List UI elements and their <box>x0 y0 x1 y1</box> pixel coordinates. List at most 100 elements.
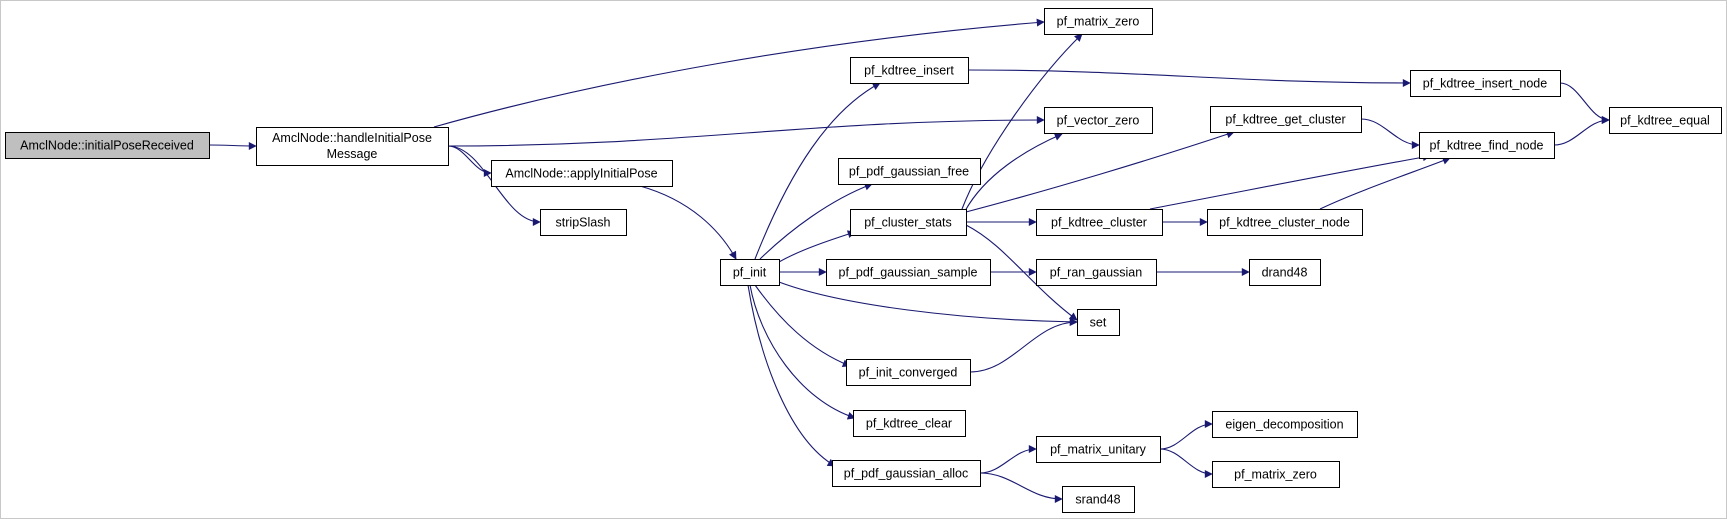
edge-m-unitary-to-mzero-bot <box>1159 448 1213 478</box>
edge-pf-init-to-gauss-free <box>759 182 873 260</box>
node-box <box>846 359 971 386</box>
node-box <box>540 209 627 236</box>
node-kd-get-cluster[interactable]: pf_kdtree_get_cluster <box>1210 106 1362 133</box>
node-vzero[interactable]: pf_vector_zero <box>1044 107 1153 134</box>
node-box <box>838 158 981 185</box>
node-kd-cluster-node[interactable]: pf_kdtree_cluster_node <box>1207 209 1363 236</box>
node-label: set <box>1090 316 1107 330</box>
node-init-conv[interactable]: pf_init_converged <box>846 359 971 386</box>
node-label: AmclNode::initialPoseReceived <box>20 139 194 153</box>
node-kd-cluster[interactable]: pf_kdtree_cluster <box>1036 209 1163 236</box>
node-label: pf_matrix_zero <box>1057 15 1140 29</box>
node-box <box>1609 107 1722 134</box>
node-gauss-sample[interactable]: pf_pdf_gaussian_sample <box>826 259 991 286</box>
node-label: pf_kdtree_cluster_node <box>1219 216 1350 230</box>
node-kd-find[interactable]: pf_kdtree_find_node <box>1419 132 1555 159</box>
node-label: pf_cluster_stats <box>864 216 952 230</box>
node-srand[interactable]: srand48 <box>1062 486 1135 513</box>
node-label: stripSlash <box>556 216 611 230</box>
node-cluster-stats[interactable]: pf_cluster_stats <box>850 209 967 236</box>
node-box <box>720 259 780 286</box>
node-gauss-alloc[interactable]: pf_pdf_gaussian_alloc <box>832 460 981 487</box>
edge-init-conv-to-set <box>969 318 1078 373</box>
node-set[interactable]: set <box>1077 309 1120 336</box>
edge-cluster-stats-to-kd-get-cluster <box>965 130 1235 213</box>
edge-cluster-stats-to-mzero-top <box>961 33 1083 210</box>
edge-pf-init-to-kd-clear <box>749 284 856 420</box>
node-m-unitary[interactable]: pf_matrix_unitary <box>1036 436 1161 463</box>
node-label: pf_init_converged <box>859 366 958 380</box>
edge-amcl-handle-to-vzero <box>447 116 1045 147</box>
node-kd-equal[interactable]: pf_kdtree_equal <box>1609 107 1722 134</box>
edge-pf-init-to-set <box>778 281 1078 326</box>
node-label: pf_kdtree_insert_node <box>1423 77 1547 91</box>
node-box <box>5 132 210 159</box>
edge-amcl-handle-to-amcl-apply <box>447 145 492 177</box>
node-eigen[interactable]: eigen_decomposition <box>1212 411 1358 438</box>
edge-pf-init-to-gauss-alloc <box>747 284 836 467</box>
edge-amcl-handle-to-mzero-top <box>433 18 1045 128</box>
node-box <box>1210 106 1362 133</box>
node-box <box>1410 70 1561 97</box>
node-label: pf_pdf_gaussian_free <box>849 165 969 179</box>
node-box <box>1044 107 1153 134</box>
nodes: AmclNode::initialPoseReceived AmclNode::h… <box>5 8 1722 513</box>
node-label: pf_pdf_gaussian_sample <box>839 266 978 280</box>
node-box <box>1036 259 1157 286</box>
node-pf-init[interactable]: pf_init <box>720 259 780 286</box>
node-label: eigen_decomposition <box>1225 418 1343 432</box>
node-label: pf_init <box>733 266 767 280</box>
node-box <box>1212 461 1340 488</box>
node-box <box>853 410 966 437</box>
node-mzero-top[interactable]: pf_matrix_zero <box>1044 8 1153 35</box>
node-amcl-initial[interactable]: AmclNode::initialPoseReceived <box>5 132 210 159</box>
node-drand[interactable]: drand48 <box>1249 259 1321 286</box>
node-label: pf_kdtree_clear <box>866 417 952 431</box>
node-box <box>1419 132 1555 159</box>
node-label: pf_kdtree_cluster <box>1051 216 1147 230</box>
edges <box>208 18 1610 503</box>
node-ran-gauss[interactable]: pf_ran_gaussian <box>1036 259 1157 286</box>
edge-kd-get-cluster-to-kd-find <box>1360 118 1420 149</box>
edge-gauss-alloc-to-srand <box>979 472 1063 503</box>
edge-gauss-alloc-to-m-unitary <box>979 445 1037 474</box>
edge-kd-insert-to-kd-insert-node <box>967 69 1411 87</box>
edge-cluster-stats-to-vzero <box>964 133 1063 212</box>
node-label: drand48 <box>1262 266 1308 280</box>
edge-amcl-initial-to-amcl-handle <box>208 141 257 150</box>
node-box <box>832 460 981 487</box>
node-box <box>850 57 969 84</box>
node-label: AmclNode::handleInitialPose <box>272 131 432 145</box>
node-box <box>850 209 967 236</box>
node-box <box>1249 259 1321 286</box>
node-label: srand48 <box>1075 493 1120 507</box>
node-box <box>1036 209 1163 236</box>
edge-kd-insert-node-to-kd-equal <box>1559 82 1610 124</box>
node-box <box>256 127 449 166</box>
node-kd-insert-node[interactable]: pf_kdtree_insert_node <box>1410 70 1561 97</box>
node-label: pf_pdf_gaussian_alloc <box>844 467 968 481</box>
node-kd-clear[interactable]: pf_kdtree_clear <box>853 410 966 437</box>
node-label: pf_kdtree_get_cluster <box>1225 113 1345 127</box>
node-box <box>1062 486 1135 513</box>
node-gauss-free[interactable]: pf_pdf_gaussian_free <box>838 158 981 185</box>
edge-kd-find-to-kd-equal <box>1553 116 1610 146</box>
edge-cluster-stats-to-set <box>965 224 1078 321</box>
node-label: pf_kdtree_find_node <box>1430 139 1544 153</box>
node-kd-insert[interactable]: pf_kdtree_insert <box>850 57 969 84</box>
node-label: pf_ran_gaussian <box>1050 266 1142 280</box>
node-box <box>491 160 673 187</box>
node-label: pf_matrix_unitary <box>1050 443 1147 457</box>
node-label: Message <box>327 147 378 161</box>
edge-m-unitary-to-eigen <box>1159 420 1213 450</box>
node-label: pf_kdtree_equal <box>1620 114 1710 128</box>
node-mzero-bot[interactable]: pf_matrix_zero <box>1212 461 1340 488</box>
node-amcl-apply[interactable]: AmclNode::applyInitialPose <box>491 160 673 187</box>
edge-pf-init-to-kd-insert <box>754 82 881 260</box>
node-box <box>1044 8 1153 35</box>
node-strip[interactable]: stripSlash <box>540 209 627 236</box>
node-box <box>1207 209 1363 236</box>
edge-kd-cluster-node-to-kd-find <box>1319 156 1451 210</box>
